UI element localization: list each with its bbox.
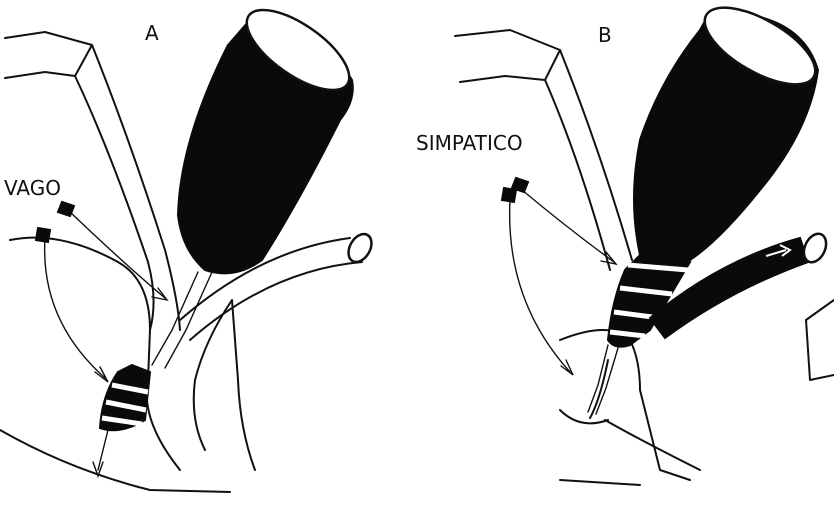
panel-a-nerve-arrow-upper <box>68 210 167 300</box>
panel-b-nerve-fletching-2 <box>502 188 516 202</box>
panel-a-nerve-fletching-1 <box>58 202 74 216</box>
panel-a-hepatic-duct-end <box>344 230 376 266</box>
panel-b: B SIMPATICO <box>416 0 834 485</box>
panel-b-nerve-label: SIMPATICO <box>416 131 523 155</box>
panel-b-nerve-arrow-upper <box>522 190 616 264</box>
panel-a-letter: A <box>145 21 159 45</box>
panel-b-letter: B <box>598 23 612 47</box>
panel-b-duodenal-wall <box>560 410 700 485</box>
panel-a-nerve-label: VAGO <box>4 176 61 200</box>
panel-a: A VAGO <box>0 0 376 492</box>
panel-a-outflow-arrow <box>93 430 108 476</box>
panel-b-nerve-arrow-lower <box>510 200 573 375</box>
panel-a-nerve-fletching-2 <box>36 228 50 242</box>
panel-a-nerve-arrow-lower <box>45 238 108 382</box>
